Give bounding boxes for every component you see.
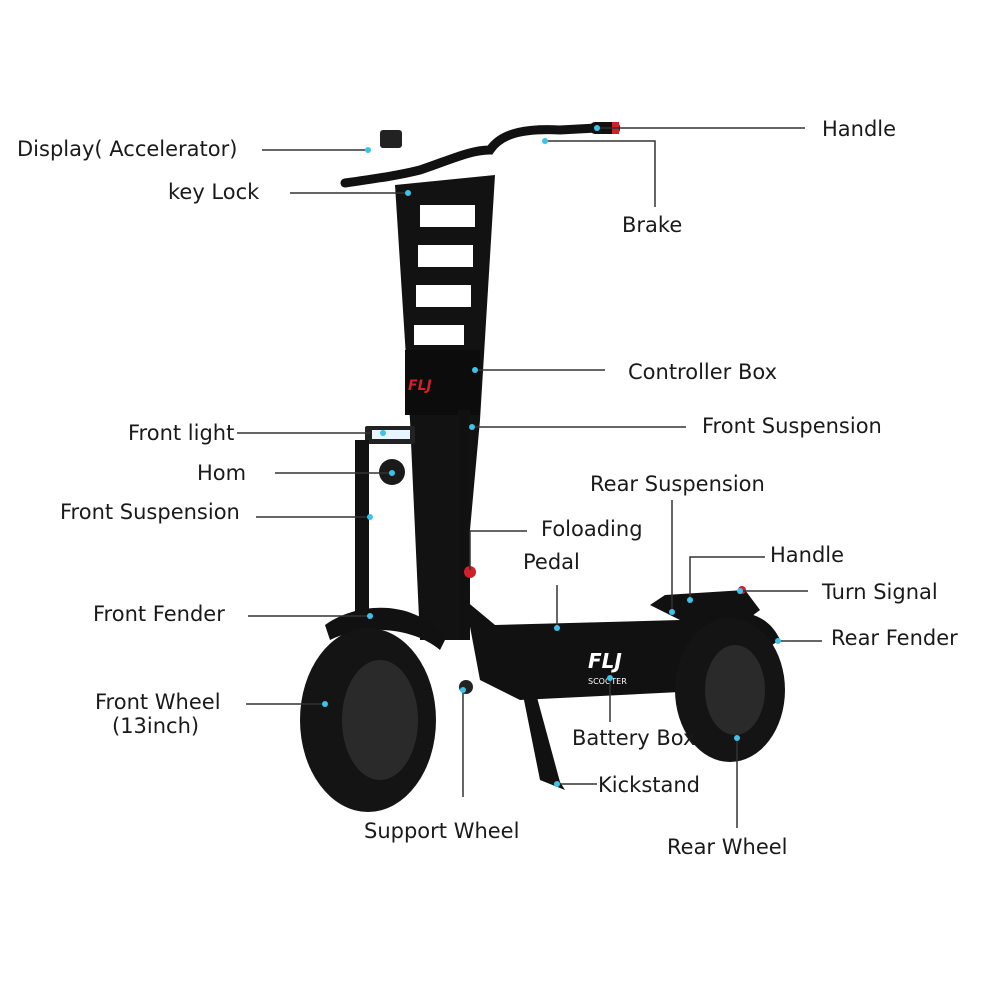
label-folding: Foloading bbox=[541, 517, 643, 541]
label-kickstand: Kickstand bbox=[598, 773, 700, 797]
labels: Handle Display( Accelerator) key Lock Br… bbox=[17, 117, 958, 859]
controller-box bbox=[405, 350, 480, 415]
label-front-wheel-size: (13inch) bbox=[112, 714, 199, 738]
handlebar bbox=[340, 122, 620, 188]
label-handle-top: Handle bbox=[822, 117, 896, 141]
deck-logo-sub: SCOOTER bbox=[588, 677, 627, 686]
label-display: Display( Accelerator) bbox=[17, 137, 237, 161]
label-brake: Brake bbox=[622, 213, 682, 237]
label-front-fender: Front Fender bbox=[93, 602, 225, 626]
leader-lines bbox=[237, 127, 822, 828]
label-front-suspension-left: Front Suspension bbox=[60, 500, 240, 524]
fork-leg-right bbox=[458, 410, 470, 640]
label-rear-wheel: Rear Wheel bbox=[667, 835, 788, 859]
label-battery-box: Battery Box bbox=[572, 726, 695, 750]
label-front-wheel: Front Wheel bbox=[95, 690, 221, 714]
scooter-illustration: FLJ FLJ SCOOTER bbox=[300, 122, 785, 812]
label-controller-box: Controller Box bbox=[628, 360, 777, 384]
label-support-wheel: Support Wheel bbox=[364, 819, 519, 843]
label-rear-fender: Rear Fender bbox=[831, 626, 958, 650]
folding-latch bbox=[464, 566, 476, 578]
label-handle-rear: Handle bbox=[770, 543, 844, 567]
kickstand bbox=[522, 690, 565, 790]
front-fender bbox=[325, 607, 445, 650]
label-front-suspension-right: Front Suspension bbox=[702, 414, 882, 438]
stem-cutouts bbox=[414, 205, 475, 345]
label-turn-signal: Turn Signal bbox=[821, 580, 938, 604]
deck-logo: FLJ bbox=[588, 649, 622, 673]
display bbox=[380, 130, 402, 148]
label-front-light: Front light bbox=[128, 421, 234, 445]
stem-logo: FLJ bbox=[408, 378, 432, 394]
label-rear-suspension: Rear Suspension bbox=[590, 472, 765, 496]
marker-dots bbox=[322, 125, 781, 787]
label-pedal: Pedal bbox=[523, 550, 580, 574]
front-light-lens bbox=[372, 430, 410, 439]
rear-hub bbox=[705, 645, 765, 735]
deck-battery-box bbox=[465, 600, 720, 700]
rear-fender bbox=[690, 612, 780, 645]
fork-leg-left bbox=[355, 440, 369, 640]
label-horn: Hom bbox=[197, 461, 246, 485]
label-key-lock: key Lock bbox=[168, 180, 260, 204]
front-hub bbox=[342, 660, 418, 780]
